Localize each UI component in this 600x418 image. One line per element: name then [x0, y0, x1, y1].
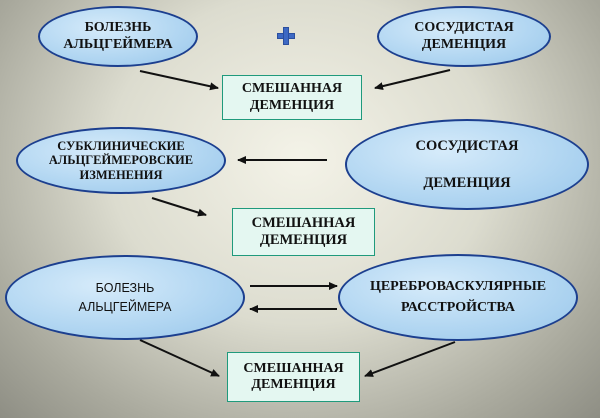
arrow-row2-down — [151, 197, 207, 217]
vascular-dementia-node: СОСУДИСТАЯ ДЕМЕНЦИЯ — [377, 6, 551, 67]
plus-icon — [277, 27, 295, 45]
vascular-dementia-node: СОСУДИСТАЯ ДЕМЕНЦИЯ — [345, 119, 589, 210]
node-label-line1: СУБКЛИНИЧЕСКИЕ — [57, 138, 185, 153]
node-label-line1: СОСУДИСТАЯ — [415, 137, 519, 154]
node-label-line2: ДЕМЕНЦИЯ — [423, 174, 511, 191]
alzheimer-disease-node: БОЛЕЗНЬ АЛЬЦГЕЙМЕРА — [38, 6, 198, 67]
arrow-row3-left-down — [139, 339, 220, 377]
box-label-line2: ДЕМЕНЦИЯ — [249, 97, 335, 113]
cerebrovascular-disorders-node: ЦЕРЕБРОВАСКУЛЯРНЫЕ РАССТРОЙСТВА — [338, 254, 578, 341]
node-label-line1: СОСУДИСТАЯ — [414, 20, 514, 36]
node-label-line2: ДЕМЕНЦИЯ — [421, 36, 507, 52]
node-label-line2: АЛЬЦГЕЙМЕРА — [63, 36, 173, 52]
node-label-line2: АЛЬЦГЕЙМЕРОВСКИЕ — [48, 153, 194, 168]
node-label-line1: БОЛЕЗНЬ — [95, 281, 155, 296]
mixed-dementia-box: СМЕШАННАЯ ДЕМЕНЦИЯ — [227, 352, 360, 402]
node-label-line3: ИЗМЕНЕНИЯ — [79, 167, 163, 182]
arrow-row3-right-down — [364, 341, 456, 377]
alzheimer-disease-node: БОЛЕЗНЬ АЛЬЦГЕЙМЕРА — [5, 255, 245, 340]
arrow-row1-left — [139, 70, 219, 91]
subclinical-alzheimer-changes-node: СУБКЛИНИЧЕСКИЕ АЛЬЦГЕЙМЕРОВСКИЕ ИЗМЕНЕНИ… — [16, 127, 226, 194]
mixed-dementia-box: СМЕШАННАЯ ДЕМЕНЦИЯ — [232, 208, 375, 256]
node-label-line2: РАССТРОЙСТВА — [401, 299, 515, 315]
box-label-line1: СМЕШАННАЯ — [243, 360, 344, 376]
node-label-line2: АЛЬЦГЕЙМЕРА — [78, 299, 172, 314]
mixed-dementia-box: СМЕШАННАЯ ДЕМЕНЦИЯ — [222, 75, 362, 120]
node-label-line1: ЦЕРЕБРОВАСКУЛЯРНЫЕ — [369, 279, 547, 295]
box-label-line1: СМЕШАННАЯ — [251, 215, 356, 232]
node-label-line1: БОЛЕЗНЬ — [84, 20, 152, 36]
box-label-line2: ДЕМЕНЦИЯ — [259, 232, 348, 248]
arrow-row1-right — [374, 69, 451, 91]
box-label-line1: СМЕШАННАЯ — [241, 81, 343, 97]
box-label-line2: ДЕМЕНЦИЯ — [251, 377, 336, 392]
